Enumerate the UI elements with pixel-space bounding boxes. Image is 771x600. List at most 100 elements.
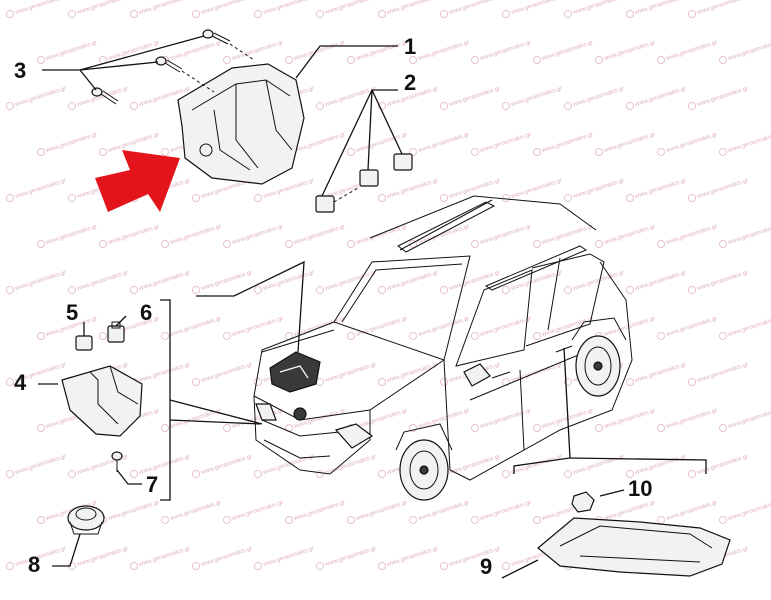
watermark-mark: www.gerasimakis.gr <box>440 86 501 110</box>
watermark-mark: www.gerasimakis.gr <box>719 40 771 64</box>
watermark-mark: www.gerasimakis.gr <box>347 316 408 340</box>
watermark-mark: www.gerasimakis.gr <box>719 408 771 432</box>
watermark-mark: www.gerasimakis.gr <box>378 0 439 18</box>
watermark-mark: www.gerasimakis.gr <box>223 316 284 340</box>
callout-1: 1 <box>404 34 416 59</box>
watermark-text: www.gerasimakis.gr <box>169 316 223 339</box>
watermark-text: www.gerasimakis.gr <box>541 40 595 63</box>
watermark-mark: www.gerasimakis.gr <box>626 270 688 294</box>
watermark-mark: www.gerasimakis.gr <box>657 40 718 64</box>
watermark-mark: www.gerasimakis.gr <box>316 546 378 570</box>
watermark-mark: www.gerasimakis.gr <box>37 224 99 248</box>
watermark-mark: www.gerasimakis.gr <box>347 132 408 156</box>
watermark-mark: www.gerasimakis.gr <box>564 0 626 18</box>
red-arrow <box>95 150 180 212</box>
watermark-text: www.gerasimakis.gr <box>510 178 564 201</box>
watermark-mark: www.gerasimakis.gr <box>595 408 656 432</box>
watermark-mark: www.gerasimakis.gr <box>161 224 222 248</box>
watermark-text: www.gerasimakis.gr <box>634 454 688 477</box>
watermark-mark: www.gerasimakis.gr <box>657 500 718 524</box>
watermark-text: www.gerasimakis.gr <box>138 362 192 385</box>
watermark-text: www.gerasimakis.gr <box>200 454 254 477</box>
watermark-mark: www.gerasimakis.gr <box>130 546 191 570</box>
watermark-text: www.gerasimakis.gr <box>169 500 223 523</box>
watermark-text: www.gerasimakis.gr <box>417 40 471 63</box>
watermark-text: www.gerasimakis.gr <box>634 86 688 109</box>
watermark-mark: www.gerasimakis.gr <box>378 270 439 294</box>
watermark-mark: www.gerasimakis.gr <box>626 454 688 478</box>
watermark-text: www.gerasimakis.gr <box>138 270 192 293</box>
bolt-top <box>202 29 231 45</box>
watermark-mark: www.gerasimakis.gr <box>440 0 501 18</box>
bolt-middle <box>155 56 183 73</box>
watermark-mark: www.gerasimakis.gr <box>471 40 532 64</box>
watermark-mark: www.gerasimakis.gr <box>657 408 719 432</box>
watermark-text: www.gerasimakis.gr <box>14 178 68 201</box>
watermark-text: www.gerasimakis.gr <box>386 178 440 201</box>
watermark-text: www.gerasimakis.gr <box>448 270 502 293</box>
watermark-text: www.gerasimakis.gr <box>355 40 409 63</box>
watermark-text: www.gerasimakis.gr <box>479 224 533 247</box>
watermark-text: www.gerasimakis.gr <box>634 0 688 16</box>
watermark-mark: www.gerasimakis.gr <box>161 40 222 64</box>
watermark-mark: www.gerasimakis.gr <box>626 86 688 110</box>
watermark-mark: www.gerasimakis.gr <box>378 546 439 570</box>
watermark-mark: www.gerasimakis.gr <box>130 0 191 18</box>
watermark-mark: www.gerasimakis.gr <box>595 40 657 64</box>
watermark-mark: www.gerasimakis.gr <box>6 270 67 294</box>
watermark-mark: www.gerasimakis.gr <box>161 500 223 524</box>
watermark-text: www.gerasimakis.gr <box>107 500 161 523</box>
watermark-text: www.gerasimakis.gr <box>76 0 130 16</box>
watermark-mark: www.gerasimakis.gr <box>254 0 315 18</box>
callout-6: 6 <box>140 300 152 325</box>
watermark-mark: www.gerasimakis.gr <box>378 362 439 386</box>
watermark-text: www.gerasimakis.gr <box>262 178 316 201</box>
watermark-text: www.gerasimakis.gr <box>727 408 771 431</box>
watermark-mark: www.gerasimakis.gr <box>37 132 98 156</box>
watermark-mark: www.gerasimakis.gr <box>192 362 253 386</box>
watermark-text: www.gerasimakis.gr <box>603 224 657 247</box>
watermark-text: www.gerasimakis.gr <box>231 224 285 247</box>
watermark-text: www.gerasimakis.gr <box>510 0 564 16</box>
watermark-mark: www.gerasimakis.gr <box>502 178 564 202</box>
watermark-text: www.gerasimakis.gr <box>696 270 750 293</box>
watermark-mark: www.gerasimakis.gr <box>533 316 594 340</box>
watermark-text: www.gerasimakis.gr <box>45 224 99 247</box>
watermark-text: www.gerasimakis.gr <box>727 40 771 63</box>
watermark-text: www.gerasimakis.gr <box>727 500 771 523</box>
watermark-mark: www.gerasimakis.gr <box>68 0 130 18</box>
watermark-mark: www.gerasimakis.gr <box>564 454 626 478</box>
watermark-text: www.gerasimakis.gr <box>634 270 688 293</box>
watermark-mark: www.gerasimakis.gr <box>564 86 625 110</box>
watermark-mark: www.gerasimakis.gr <box>595 132 656 156</box>
watermark-text: www.gerasimakis.gr <box>479 132 533 155</box>
watermark-text: www.gerasimakis.gr <box>541 132 595 155</box>
watermark-text: www.gerasimakis.gr <box>479 408 533 431</box>
watermark-text: www.gerasimakis.gr <box>355 500 409 523</box>
watermark-mark: www.gerasimakis.gr <box>316 362 378 386</box>
watermark-text: www.gerasimakis.gr <box>572 454 626 477</box>
watermark-mark: www.gerasimakis.gr <box>719 132 771 156</box>
watermark-mark: www.gerasimakis.gr <box>688 454 749 478</box>
watermark-text: www.gerasimakis.gr <box>14 0 68 16</box>
watermark-text: www.gerasimakis.gr <box>572 0 626 16</box>
watermark-text: www.gerasimakis.gr <box>324 362 378 385</box>
watermark-text: www.gerasimakis.gr <box>603 40 657 63</box>
watermark-text: www.gerasimakis.gr <box>665 408 719 431</box>
watermark-mark: www.gerasimakis.gr <box>223 500 284 524</box>
callout-labels: 1 2 3 4 5 6 7 8 9 10 <box>14 34 652 579</box>
callout-4: 4 <box>14 370 27 395</box>
watermark-text: www.gerasimakis.gr <box>324 546 378 569</box>
part-8-cap <box>67 505 105 535</box>
watermark-mark: www.gerasimakis.gr <box>130 362 192 386</box>
watermark-text: www.gerasimakis.gr <box>696 86 750 109</box>
watermark-mark: www.gerasimakis.gr <box>688 86 750 110</box>
watermark-text: www.gerasimakis.gr <box>727 132 771 155</box>
watermark-mark: www.gerasimakis.gr <box>533 132 595 156</box>
watermark-text: www.gerasimakis.gr <box>14 86 68 109</box>
watermark-mark: www.gerasimakis.gr <box>719 316 771 340</box>
watermark-text: www.gerasimakis.gr <box>510 86 564 109</box>
callout-2: 2 <box>404 70 416 95</box>
